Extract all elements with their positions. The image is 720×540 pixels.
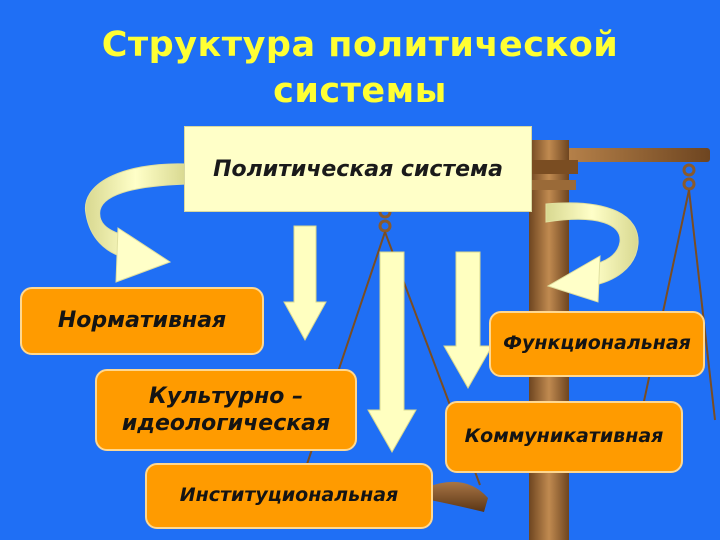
scales-chain-right-a xyxy=(639,189,690,421)
down-arrow-3 xyxy=(443,251,493,390)
scales-hook-right xyxy=(682,163,696,177)
title-line-2: системы xyxy=(273,71,447,111)
scales-hook-left-2 xyxy=(378,219,392,233)
node-normative: Нормативная xyxy=(20,287,264,355)
slide-title: Структура политической системы xyxy=(0,22,720,114)
node-cultural-ideological: Культурно – идеологическая xyxy=(95,369,357,451)
curved-arrow-right xyxy=(545,202,639,303)
scales-collar-2 xyxy=(522,180,576,190)
scales-hook-right-2 xyxy=(682,177,696,191)
scales-collar xyxy=(520,160,578,174)
node-institutional: Институциональная xyxy=(145,463,433,529)
node-functional: Функциональная xyxy=(489,311,705,377)
scales-pan-left xyxy=(425,481,488,512)
down-arrow-1 xyxy=(283,225,327,342)
node-communicative: Коммуникативная xyxy=(445,401,683,473)
political-system-box: Политическая система xyxy=(184,126,532,212)
scales-chain-right-b xyxy=(688,189,716,421)
title-line-1: Структура политической xyxy=(101,25,619,65)
curved-arrow-left xyxy=(84,163,187,283)
down-arrow-2 xyxy=(367,251,417,454)
